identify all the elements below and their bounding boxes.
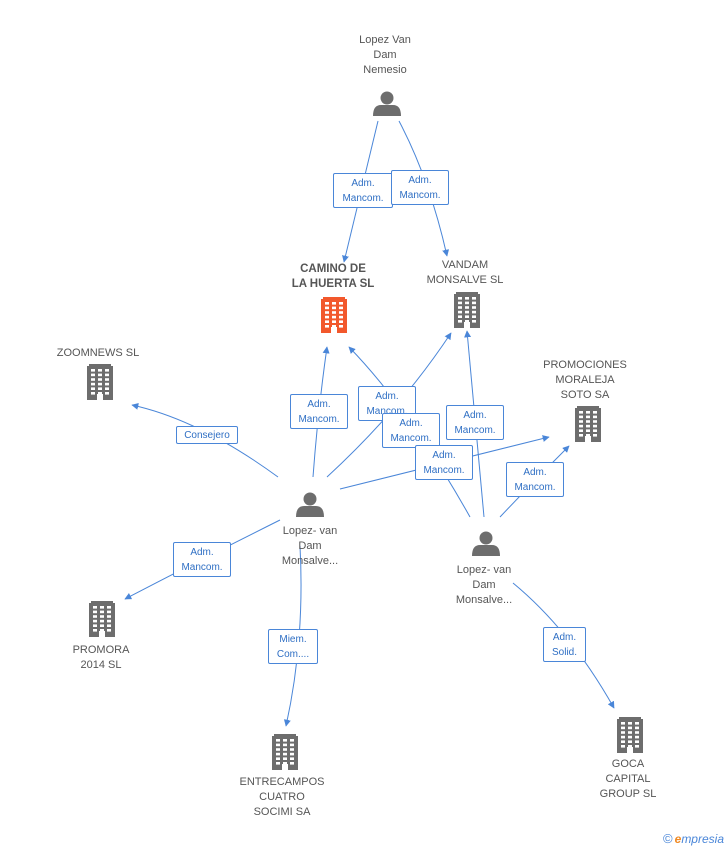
node-label-c0[interactable]: CAMINO DE LA HUERTA SL: [278, 262, 388, 292]
edge-label-line: Adm.: [351, 178, 375, 189]
node-label-line: SOTO SA: [560, 389, 610, 401]
edge-label[interactable]: Consejero: [176, 426, 238, 444]
node-label-line: CAMINO DE: [300, 263, 366, 275]
edge-label-line: Adm.: [432, 450, 456, 461]
node-label-line: Dam: [373, 49, 397, 61]
edge-label-line: Com....: [276, 649, 310, 660]
person-icon[interactable]: [373, 91, 401, 117]
edge-label-line: Adm.: [463, 410, 487, 421]
building-icon[interactable]: [575, 406, 601, 442]
node-label-line: SOCIMI SA: [253, 806, 311, 818]
building-icon[interactable]: [272, 734, 298, 770]
node-label-line: Nemesio: [363, 64, 407, 76]
building-icon[interactable]: [454, 292, 480, 328]
edge-label[interactable]: Adm. Mancom.: [446, 405, 504, 440]
node-label-line: MONSALVE SL: [426, 274, 504, 286]
edge-label-line: Mancom.: [390, 433, 432, 444]
edge-label[interactable]: Adm. Mancom.: [506, 462, 564, 497]
building-icon[interactable]: [321, 297, 347, 333]
edge-label-line: Mancom.: [342, 193, 384, 204]
icons-layer: [87, 91, 643, 770]
edge-label[interactable]: Adm. Mancom.: [391, 170, 449, 205]
edge-label-line: Adm.: [375, 391, 399, 402]
edge-label-line: Adm.: [552, 632, 577, 643]
edge-label-line: Mancom.: [454, 425, 496, 436]
node-label-c4[interactable]: PROMORA 2014 SL: [61, 643, 141, 673]
edge-label-line: Mancom.: [514, 482, 556, 493]
edge-label[interactable]: Adm. Mancom.: [173, 542, 231, 577]
node-label-line: Lopez- van: [456, 564, 512, 576]
node-label-c2[interactable]: ZOOMNEWS SL: [48, 346, 148, 361]
edge-label-line: Adm.: [399, 418, 423, 429]
edge-label-line: Miem.: [279, 634, 307, 645]
edge-label-line: Adm.: [190, 547, 214, 558]
edge-label-line: Consejero: [184, 430, 230, 441]
footer-watermark: ©empresia: [663, 831, 724, 846]
edge-label-line: Mancom.: [181, 562, 223, 573]
person-icon[interactable]: [296, 492, 324, 518]
edge-label[interactable]: Miem. Com....: [268, 629, 318, 664]
node-label-line: CUATRO: [259, 791, 305, 803]
node-label-line: Monsalve...: [455, 594, 513, 606]
edge-label-line: Mancom.: [423, 465, 465, 476]
node-label-line: Lopez Van: [359, 34, 411, 46]
node-label-line: Monsalve...: [281, 555, 339, 567]
node-label-line: ENTRECAMPOS: [239, 776, 325, 788]
edge-label[interactable]: Adm. Mancom.: [333, 173, 393, 208]
copyright-symbol: ©: [663, 831, 673, 846]
edge-label-line: Adm.: [307, 399, 331, 410]
node-label-line: GROUP SL: [599, 788, 657, 800]
person-icon[interactable]: [472, 531, 500, 557]
node-label-line: Lopez- van: [282, 525, 338, 537]
node-label-line: Dam: [472, 579, 496, 591]
building-icon[interactable]: [89, 601, 115, 637]
edge-label[interactable]: Adm. Mancom.: [382, 413, 440, 448]
node-label-line: 2014 SL: [80, 659, 122, 671]
node-label-c5[interactable]: ENTRECAMPOS CUATRO SOCIMI SA: [232, 775, 332, 820]
edge-label[interactable]: Adm. Mancom.: [290, 394, 348, 429]
node-label-line: MORALEJA: [555, 374, 615, 386]
edges-layer: [124, 120, 615, 727]
node-label-c1[interactable]: VANDAM MONSALVE SL: [415, 258, 515, 288]
edge-label-line: Adm.: [523, 467, 547, 478]
edge-label[interactable]: Adm. Solid.: [543, 627, 586, 662]
node-label-c6[interactable]: GOCA CAPITAL GROUP SL: [588, 757, 668, 802]
edge-label-line: Mancom.: [298, 414, 340, 425]
building-icon[interactable]: [87, 364, 113, 400]
node-label-line: LA HUERTA SL: [291, 278, 375, 290]
node-label-line: CAPITAL: [605, 773, 651, 785]
edge-label-line: Mancom.: [366, 406, 408, 417]
node-label-line: PROMORA: [72, 644, 130, 656]
brand-e: e: [674, 832, 682, 846]
edge-label-line: Adm.: [408, 175, 432, 186]
node-label-line: Dam: [298, 540, 322, 552]
building-icon[interactable]: [617, 717, 643, 753]
node-label-line: ZOOMNEWS SL: [56, 347, 140, 359]
node-label-line: GOCA: [611, 758, 645, 770]
node-label-line: VANDAM: [441, 259, 489, 271]
edge-label[interactable]: Adm. Mancom.: [415, 445, 473, 480]
node-label-line: PROMOCIONES: [543, 359, 627, 371]
edge-label-line: Mancom.: [399, 190, 441, 201]
edge-label-line: Solid.: [551, 647, 577, 658]
brand-name: mpresia: [681, 832, 724, 846]
node-label-c3[interactable]: PROMOCIONES MORALEJA SOTO SA: [535, 358, 635, 403]
